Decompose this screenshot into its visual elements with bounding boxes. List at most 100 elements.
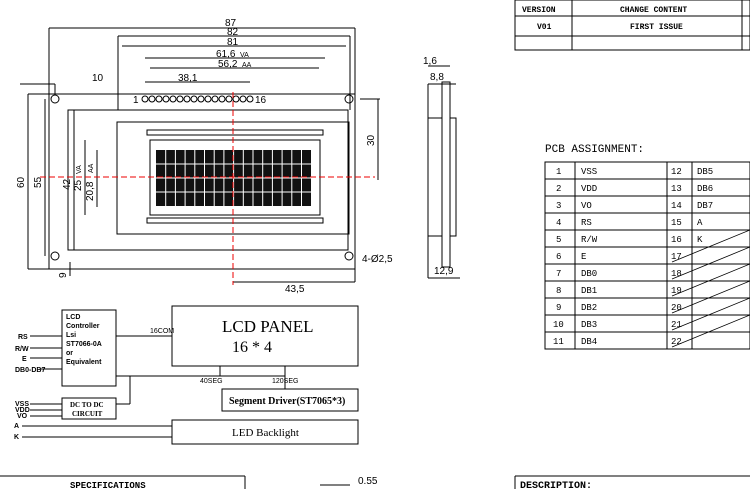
- front-dim-labels: 87 82 81 61,6 VA 56,2 AA 38,1 10 1 16 60…: [16, 18, 393, 295]
- com-label: 16COM: [150, 328, 174, 335]
- revision-text: VERSION CHANGE CONTENT V01 FIRST ISSUE: [522, 6, 687, 32]
- rev-header-change: CHANGE CONTENT: [620, 6, 687, 15]
- dim-hole-pitch: 82: [227, 27, 239, 38]
- dim-active-height: 20,8: [85, 181, 96, 201]
- dim-bezel-width: 81: [227, 37, 239, 48]
- pin-num: 22: [671, 337, 682, 347]
- pcb-title: PCB ASSIGNMENT:: [545, 144, 644, 156]
- side-pcb: [441, 81, 451, 268]
- description-label: DESCRIPTION:: [520, 481, 592, 489]
- sig-vo: VO: [17, 413, 28, 420]
- aa-mark-top: AA: [242, 62, 252, 69]
- dim-active-area-width: 56,2: [218, 59, 238, 70]
- pin-signal: DB7: [697, 201, 713, 211]
- rev-row-version: V01: [537, 23, 552, 32]
- seg40-label: 40SEG: [200, 378, 223, 385]
- dim-total: 12,9: [434, 266, 454, 277]
- pin-num: 15: [671, 218, 682, 228]
- backlight-label: LED Backlight: [232, 427, 299, 439]
- pin-signal: E: [581, 252, 586, 262]
- ctrl-line-4: ST7066-0A: [66, 341, 102, 348]
- pin-signal: DB6: [697, 184, 713, 194]
- pin-num: 5: [556, 235, 561, 245]
- pin-signal: DB4: [581, 337, 597, 347]
- segment-driver-block: [221, 388, 359, 412]
- dim-view-height: 25: [73, 179, 84, 191]
- pin-num: 12: [671, 167, 682, 177]
- sig-vdd: VDD: [15, 407, 30, 414]
- dim-overall-height: 60: [16, 176, 27, 188]
- pin-signal: K: [697, 235, 703, 245]
- side-backlight: [449, 117, 457, 237]
- footer: [0, 475, 750, 489]
- pin-first-label: 1: [133, 95, 139, 106]
- pin-signal: A: [697, 218, 703, 228]
- pin-signal: VDD: [581, 184, 597, 194]
- va-mark-top: VA: [240, 52, 249, 59]
- sig-rw: R/W: [15, 346, 29, 353]
- pin-num: 18: [671, 269, 682, 279]
- segment-driver-label: Segment Driver(ST7065*3): [229, 396, 345, 407]
- pin-signal: DB5: [697, 167, 713, 177]
- pin-num: 9: [556, 303, 561, 313]
- specifications-label: SPECIFICATIONS: [70, 481, 146, 489]
- dim-bezel-height: 42: [62, 178, 73, 190]
- ctrl-line-3: Lsi: [66, 332, 76, 339]
- dim-bottom-offset: 9: [58, 272, 69, 278]
- sig-k: K: [14, 434, 19, 441]
- pin-num: 6: [556, 252, 561, 262]
- pin-num: 20: [671, 303, 682, 313]
- dim-left-offset: 10: [92, 73, 104, 84]
- bottom-strip: [146, 217, 324, 224]
- pin-num: 1: [556, 167, 561, 177]
- top-strip: [146, 129, 324, 136]
- dim-hole-pitch-v: 55: [33, 176, 44, 188]
- mount-hole-tr: [344, 94, 354, 104]
- dim-hole-offset: 43,5: [285, 284, 305, 295]
- pin-num: 2: [556, 184, 561, 194]
- pin-num: 13: [671, 184, 682, 194]
- lcd-panel-format: 16 * 4: [232, 339, 272, 356]
- pin-signal: DB1: [581, 286, 597, 296]
- pin-num: 14: [671, 201, 682, 211]
- va-mark-left: VA: [76, 165, 83, 174]
- pin-num: 11: [553, 337, 564, 347]
- pcb-nc-strikes: [671, 229, 750, 348]
- dim-depth: 8,8: [430, 72, 444, 83]
- aa-mark-left: AA: [88, 163, 95, 173]
- pin-signal: RS: [581, 218, 592, 228]
- bezel-outline: [67, 109, 349, 251]
- lcd-panel-block: [171, 305, 359, 367]
- pin-num: 21: [671, 320, 682, 330]
- mount-hole-br: [344, 251, 354, 261]
- dc-dc-block: [61, 397, 117, 420]
- dim-view-area-width: 61,6: [216, 49, 236, 60]
- side-dim-labels: 1,6 8,8 12,9: [423, 56, 454, 277]
- mount-hole-tl: [50, 94, 60, 104]
- sig-db: DB0-DB7: [15, 367, 45, 374]
- dim-overall-width: 87: [225, 18, 237, 29]
- pin-signal: VSS: [581, 167, 597, 177]
- ctrl-line-6: Equivalent: [66, 359, 102, 366]
- pcb-table: [544, 161, 750, 350]
- side-view: [427, 65, 460, 279]
- pin-signal: R/W: [581, 235, 598, 245]
- pin-last-label: 16: [255, 95, 267, 106]
- seg120-label: 120SEG: [272, 378, 298, 385]
- pin-signal: DB2: [581, 303, 597, 313]
- dc-dc-line-2: CIRCUIT: [72, 410, 103, 418]
- pin-num: 8: [556, 286, 561, 296]
- pin-num: 16: [671, 235, 682, 245]
- sig-a: A: [14, 423, 19, 430]
- pin-num: 7: [556, 269, 561, 279]
- mount-hole-bl: [50, 251, 60, 261]
- rev-row-change: FIRST ISSUE: [630, 23, 683, 32]
- dim-pin-row-length: 38,1: [178, 73, 198, 84]
- side-glass: [427, 117, 443, 237]
- center-lines: [40, 92, 375, 285]
- pin-dim-label: 0.55: [358, 476, 378, 487]
- block-diagram: [22, 305, 359, 445]
- pin-num: 19: [671, 286, 682, 296]
